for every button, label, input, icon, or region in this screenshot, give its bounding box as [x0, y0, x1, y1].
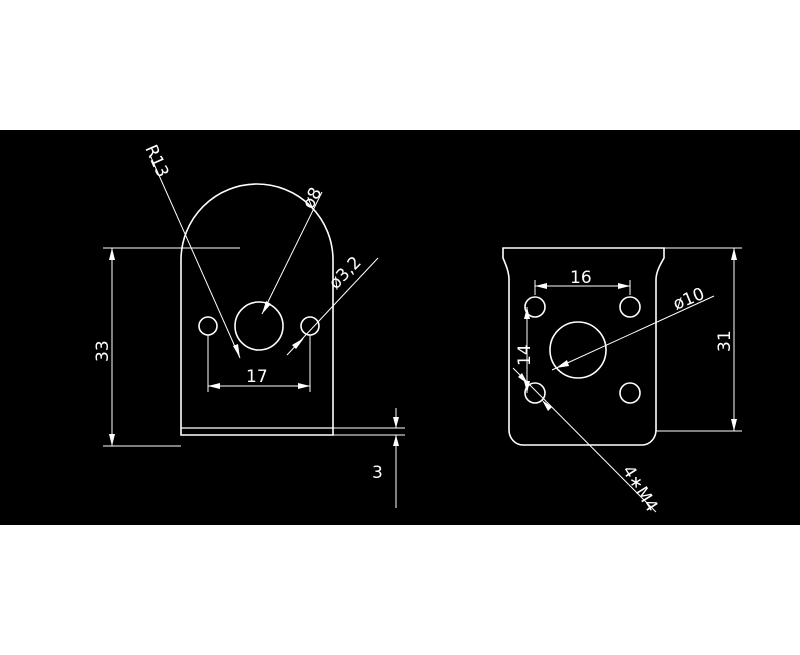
dim17-arrow-right — [298, 383, 310, 389]
technical-drawing: R13 ø8 ø3,2 17 33 — [93, 142, 742, 516]
right-hole-bottom-left — [524, 382, 546, 404]
drawing-canvas: R13 ø8 ø3,2 17 33 — [0, 130, 800, 525]
dim16-arrow-right — [618, 283, 630, 289]
dim17-label: 17 — [246, 367, 268, 387]
m4-arrow-lower — [542, 400, 552, 411]
d32-arrow — [292, 338, 304, 349]
d10-leader — [551, 295, 715, 371]
r13-arrow — [233, 344, 240, 358]
m4-leader — [512, 367, 657, 513]
dim31-arrow-bottom — [731, 419, 737, 431]
d10-arrow — [556, 360, 569, 368]
d32-label: ø3,2 — [325, 253, 365, 294]
d8-arrow — [262, 301, 271, 314]
right-hole-top-left — [524, 296, 546, 318]
right-center-hole — [549, 321, 607, 379]
right-bracket: 16 ø10 14 31 4∗M4 — [502, 247, 742, 516]
m4-label: 4∗M4 — [618, 462, 662, 515]
left-center-hole — [234, 301, 284, 351]
right-bracket-outline — [502, 247, 665, 446]
d32-leader — [286, 257, 379, 356]
dim3-arrow-top — [393, 417, 399, 428]
dim14-arrow-top — [524, 307, 530, 319]
d8-leader — [261, 191, 323, 315]
dim3-label: 3 — [372, 463, 383, 483]
d8-label: ø8 — [299, 184, 327, 212]
dim33-arrow-top — [109, 248, 115, 260]
m4-arrow-upper — [518, 373, 528, 384]
dim31-arrow-top — [731, 248, 737, 260]
left-small-hole-left — [198, 316, 218, 336]
right-hole-top-right — [619, 296, 641, 318]
dim16-label: 16 — [570, 268, 592, 288]
r13-label: R13 — [140, 142, 172, 181]
dim33-label: 33 — [93, 340, 113, 362]
dim16-arrow-left — [535, 283, 547, 289]
right-hole-bottom-right — [619, 382, 641, 404]
dim14-label: 14 — [515, 344, 535, 366]
dim33-arrow-bottom — [109, 434, 115, 446]
left-small-hole-right — [300, 316, 320, 336]
r13-leader — [149, 154, 241, 359]
left-bracket-outline — [180, 183, 334, 436]
dim17-arrow-left — [208, 383, 220, 389]
dim31-label: 31 — [715, 330, 735, 352]
d10-label: ø10 — [670, 284, 707, 315]
left-bracket: R13 ø8 ø3,2 17 33 — [93, 142, 405, 508]
dim3-arrow-bottom — [393, 435, 399, 446]
